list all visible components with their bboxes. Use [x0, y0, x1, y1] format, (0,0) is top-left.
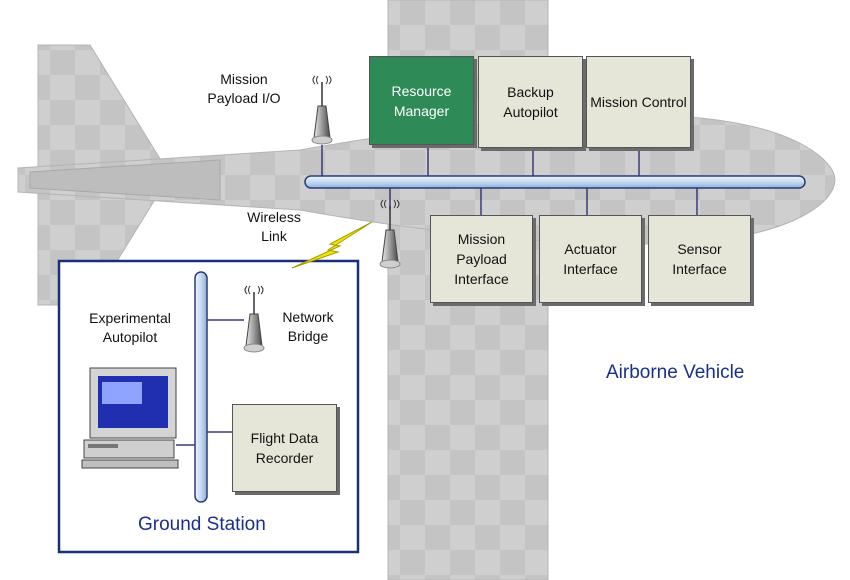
experimental-autopilot-label: Experimental Autopilot: [89, 310, 171, 345]
sensor-interface-box: Sensor Interface: [648, 215, 751, 303]
vehicle-data-bus: [304, 175, 806, 189]
mission-control-box: Mission Control: [586, 56, 691, 148]
mission-payload-interface-box: Mission Payload Interface: [430, 215, 533, 303]
wireless-link-label: Wireless Link: [247, 209, 301, 244]
lightning-bolt-icon: [291, 221, 373, 269]
backup-autopilot-box: Backup Autopilot: [478, 56, 583, 148]
antenna-icon: [311, 75, 333, 145]
antenna-icon: [243, 285, 265, 353]
computer-icon: [81, 367, 179, 469]
bus-connectors: [321, 145, 698, 215]
actuator-interface-box: Actuator Interface: [539, 215, 642, 303]
airborne-vehicle-label: Airborne Vehicle: [606, 362, 745, 383]
resource-manager-box: Resource Manager: [369, 56, 474, 145]
ground-station-label: Ground Station: [138, 514, 266, 535]
ground-connectors: [176, 319, 244, 446]
flight-data-recorder-box: Flight Data Recorder: [232, 404, 337, 492]
network-bridge-label: Network Bridge: [282, 309, 334, 344]
antenna-icon: [379, 199, 401, 269]
mission-payload-io-label: Mission Payload I/O: [207, 71, 281, 106]
ground-data-bus: [194, 271, 208, 503]
